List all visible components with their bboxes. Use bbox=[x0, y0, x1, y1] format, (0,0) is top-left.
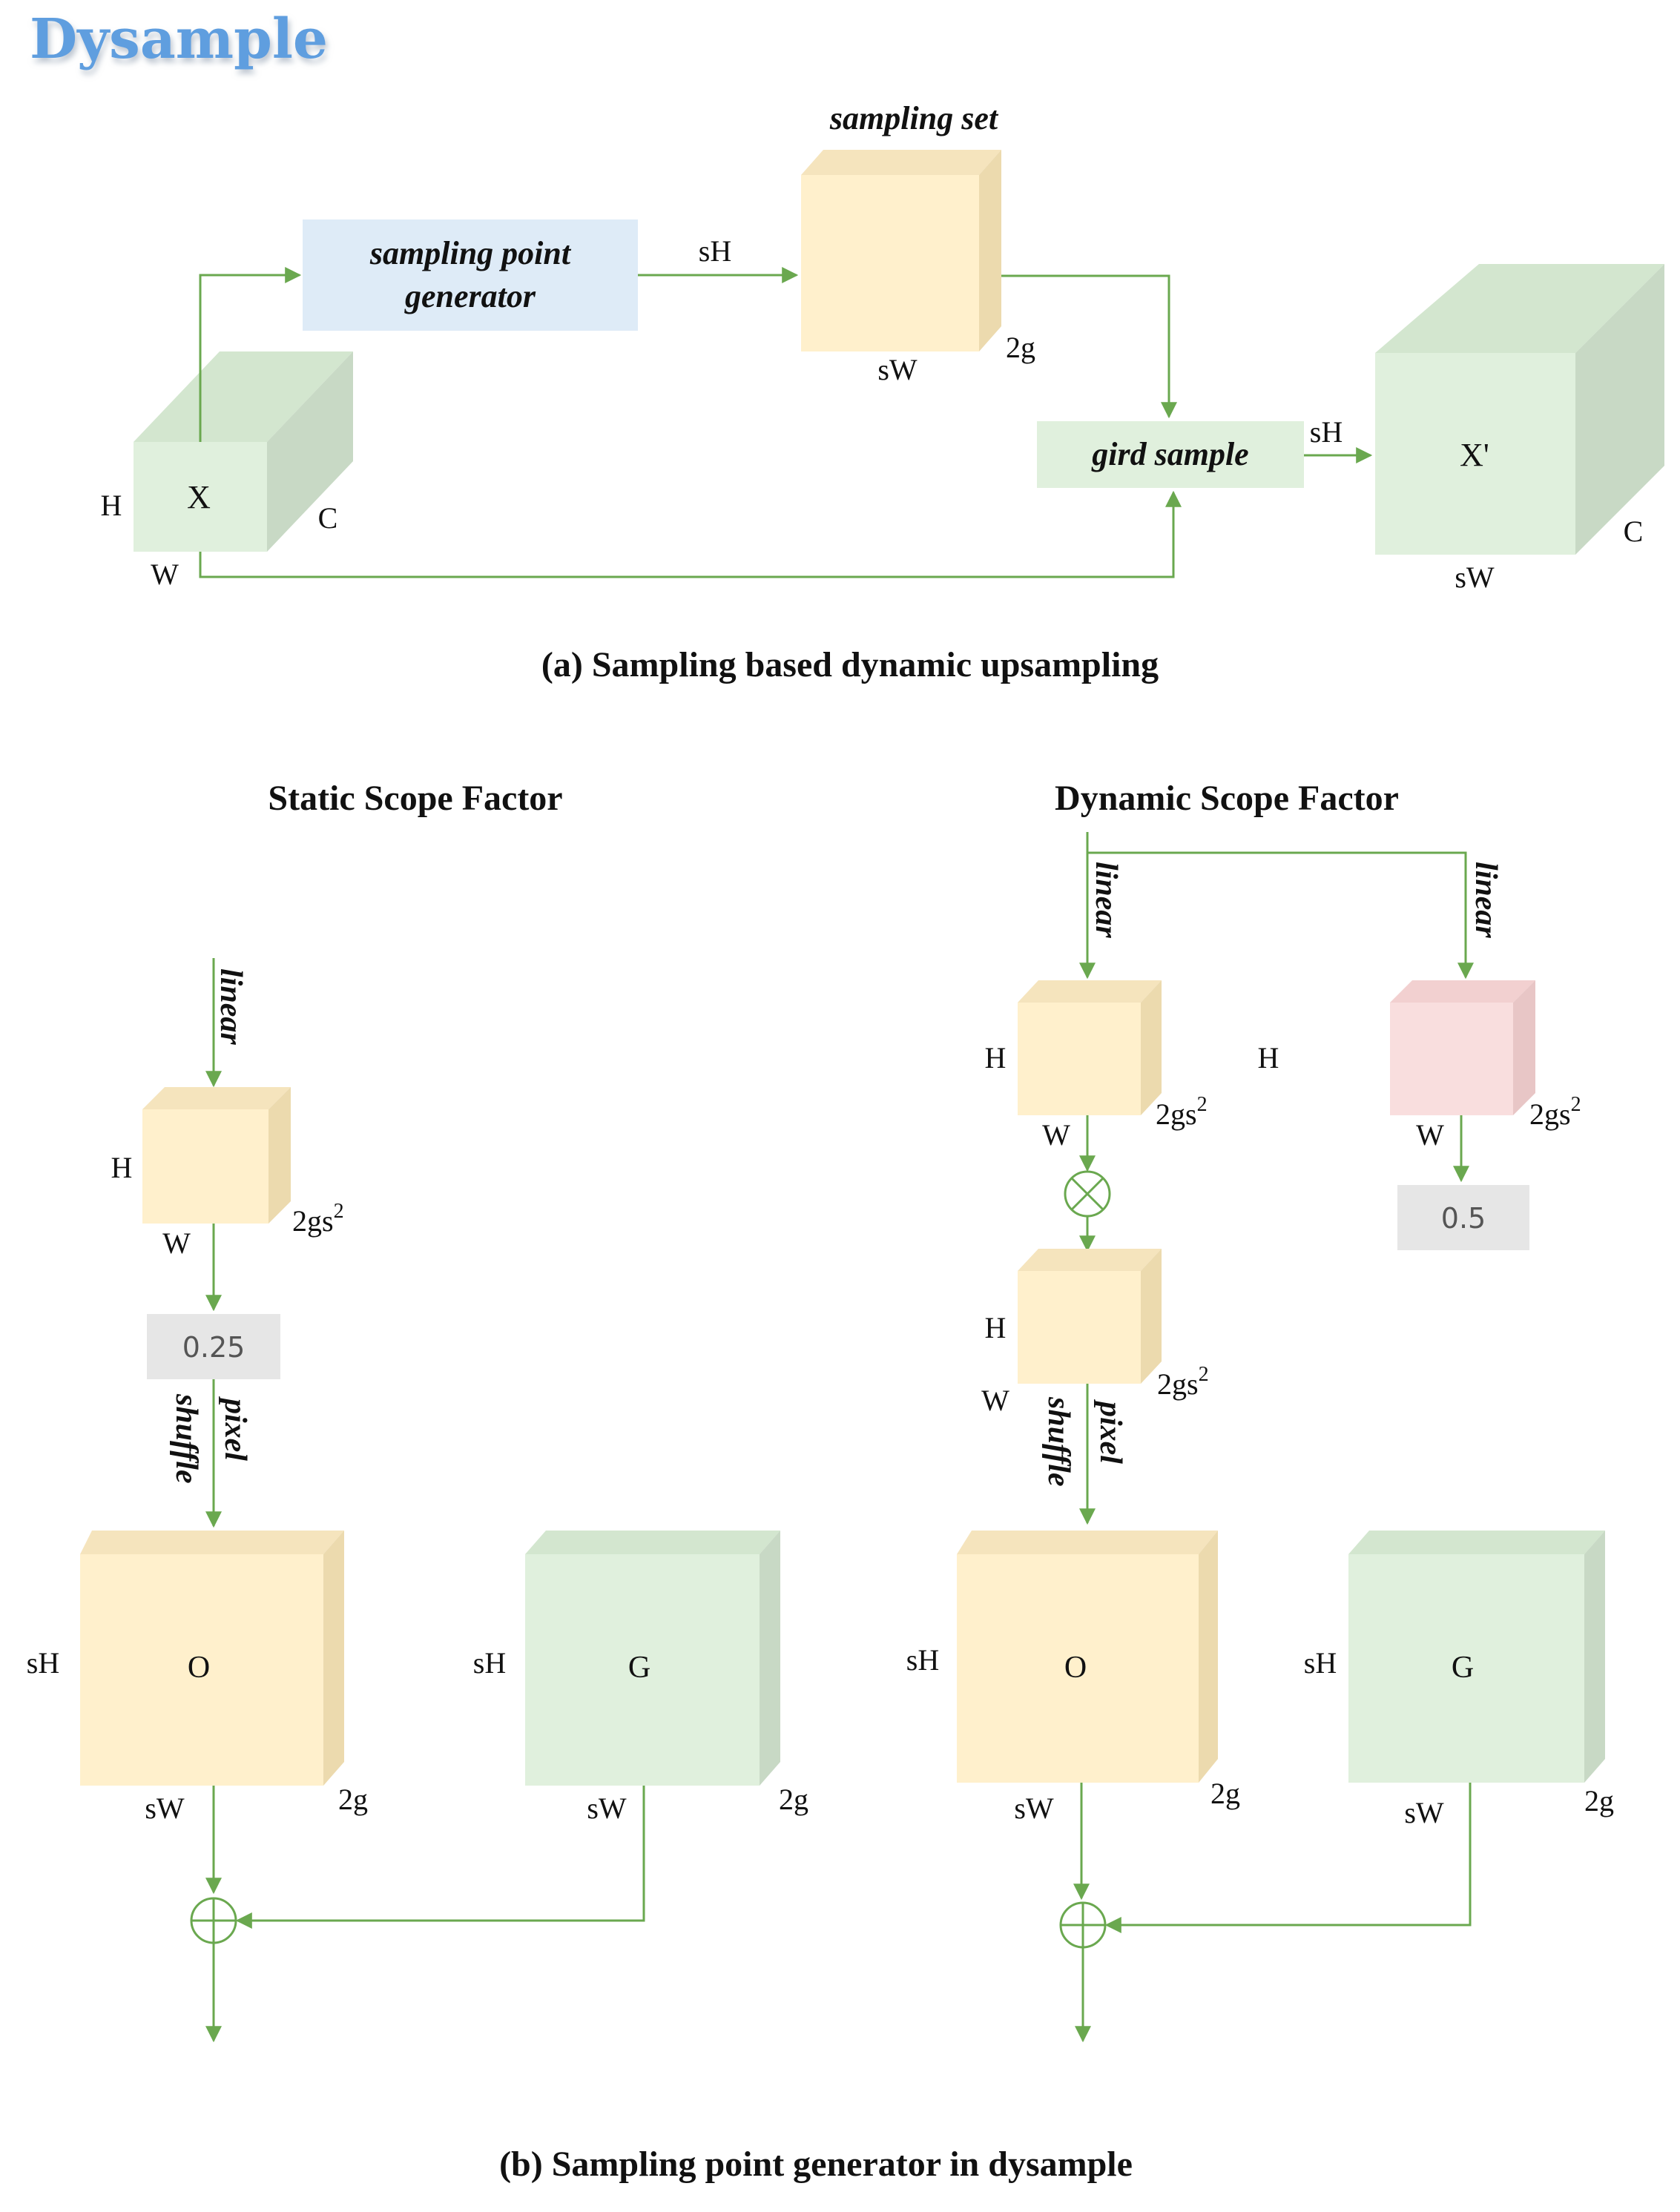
dynamic-g-cube bbox=[1348, 1531, 1605, 1783]
page-title: Dysample bbox=[30, 7, 328, 71]
dynamic-title: Dynamic Scope Factor bbox=[1055, 779, 1399, 818]
dynamic-box2-w: W bbox=[981, 1384, 1009, 1417]
static-o-cube bbox=[80, 1531, 344, 1786]
dynamic-box1-cube bbox=[1018, 980, 1162, 1115]
output-sw-label: sW bbox=[1455, 561, 1495, 594]
generator-label-line1: sampling point bbox=[369, 235, 572, 271]
output-feature-cube bbox=[1375, 264, 1664, 555]
dynamic-o-sh: sH bbox=[906, 1643, 939, 1677]
arrow-set-to-gridsample bbox=[1001, 274, 1177, 419]
arrow-x-to-generator bbox=[199, 267, 302, 442]
caption-a: (a) Sampling based dynamic upsampling bbox=[541, 645, 1159, 684]
dynamic-pink-w: W bbox=[1416, 1118, 1444, 1152]
dynamic-box1-w: W bbox=[1042, 1118, 1070, 1152]
dynamic-shuffle-label: shuffle bbox=[1041, 1396, 1075, 1487]
dynamic-box1-channels: 2gs2 bbox=[1156, 1093, 1208, 1131]
dynamic-o-cube bbox=[957, 1531, 1218, 1783]
output-c-label: C bbox=[1624, 515, 1644, 548]
output-x-label: X' bbox=[1460, 437, 1489, 473]
set-sw-label: sW bbox=[877, 353, 918, 386]
dynamic-g-2g: 2g bbox=[1584, 1784, 1614, 1818]
dynamic-g-sh: sH bbox=[1304, 1646, 1337, 1680]
static-g-2g: 2g bbox=[779, 1783, 808, 1816]
part-b-static-scope: Static Scope Factor linear H W 2gs2 0.25… bbox=[27, 779, 808, 2043]
dynamic-pink-channels: 2gs2 bbox=[1529, 1093, 1581, 1131]
dynamic-factor-box bbox=[1397, 1185, 1529, 1250]
set-2g-label: 2g bbox=[1006, 331, 1035, 364]
static-shuffle-label: shuffle bbox=[169, 1393, 203, 1484]
dynamic-arrow-g-to-plus bbox=[1104, 1783, 1472, 1933]
arrow-x-to-gridsample bbox=[199, 490, 1182, 578]
sampling-point-generator-box bbox=[303, 219, 638, 331]
dynamic-factor-value: 0.5 bbox=[1441, 1202, 1486, 1235]
dynamic-pink-h: H bbox=[1258, 1041, 1279, 1074]
dynamic-o-2g: 2g bbox=[1210, 1777, 1240, 1810]
dynamic-o-label: O bbox=[1064, 1651, 1087, 1685]
grid-sample-box bbox=[1037, 421, 1304, 488]
part-b-dynamic-scope: Dynamic Scope Factor linear linear H W 2… bbox=[906, 779, 1614, 2043]
input-w-label: W bbox=[151, 558, 179, 591]
static-h-label: H bbox=[111, 1151, 133, 1184]
dynamic-g-sw: sW bbox=[1404, 1796, 1444, 1829]
input-feature-cube bbox=[134, 351, 353, 552]
static-small-cube bbox=[142, 1087, 291, 1224]
static-o-sh: sH bbox=[27, 1646, 59, 1680]
dynamic-add-icon bbox=[1059, 1901, 1107, 1949]
dynamic-pixel-label: pixel bbox=[1093, 1399, 1127, 1464]
static-factor-box bbox=[147, 1314, 280, 1379]
static-o-sw: sW bbox=[145, 1792, 185, 1825]
static-g-sh: sH bbox=[473, 1646, 506, 1680]
static-linear-label: linear bbox=[214, 968, 248, 1045]
dynamic-linear-right-label: linear bbox=[1469, 862, 1503, 938]
generator-out-sh: sH bbox=[699, 234, 731, 268]
grid-out-sh: sH bbox=[1310, 415, 1343, 449]
dynamic-g-label: G bbox=[1452, 1651, 1474, 1685]
part-a-sampling-upsampling: X H W C sampling point generator sH samp… bbox=[101, 100, 1664, 684]
dynamic-box2-channels: 2gs2 bbox=[1157, 1363, 1209, 1401]
static-arrow-g-to-plus bbox=[235, 1786, 645, 1929]
sampling-set-cube bbox=[801, 150, 1001, 351]
static-o-2g: 2g bbox=[338, 1783, 368, 1816]
generator-label-line2: generator bbox=[404, 278, 536, 314]
static-o-label: O bbox=[188, 1651, 210, 1685]
static-factor-value: 0.25 bbox=[182, 1331, 246, 1364]
dynamic-multiply-icon bbox=[1064, 1170, 1111, 1218]
static-channels-label: 2gs2 bbox=[292, 1200, 344, 1238]
dynamic-pink-cube bbox=[1390, 980, 1535, 1115]
input-x-label: X bbox=[187, 479, 211, 515]
static-pixel-label: pixel bbox=[218, 1396, 252, 1461]
static-add-icon bbox=[190, 1897, 237, 1944]
dynamic-box1-h: H bbox=[985, 1041, 1007, 1074]
static-g-label: G bbox=[628, 1651, 650, 1685]
caption-b: (b) Sampling point generator in dysample bbox=[499, 2145, 1133, 2184]
input-c-label: C bbox=[318, 501, 338, 535]
dynamic-box2-cube bbox=[1018, 1249, 1162, 1384]
static-title: Static Scope Factor bbox=[268, 779, 562, 818]
grid-sample-label: gird sample bbox=[1091, 436, 1248, 472]
static-g-sw: sW bbox=[587, 1792, 627, 1825]
dynamic-linear-right-arrow bbox=[1087, 851, 1474, 980]
dynamic-o-sw: sW bbox=[1014, 1792, 1054, 1825]
sampling-set-title: sampling set bbox=[829, 100, 999, 136]
dynamic-linear-left-label: linear bbox=[1089, 862, 1123, 938]
dynamic-box2-h: H bbox=[985, 1311, 1007, 1344]
static-w-label: W bbox=[162, 1226, 191, 1260]
input-h-label: H bbox=[101, 489, 122, 522]
static-g-cube bbox=[525, 1531, 780, 1786]
